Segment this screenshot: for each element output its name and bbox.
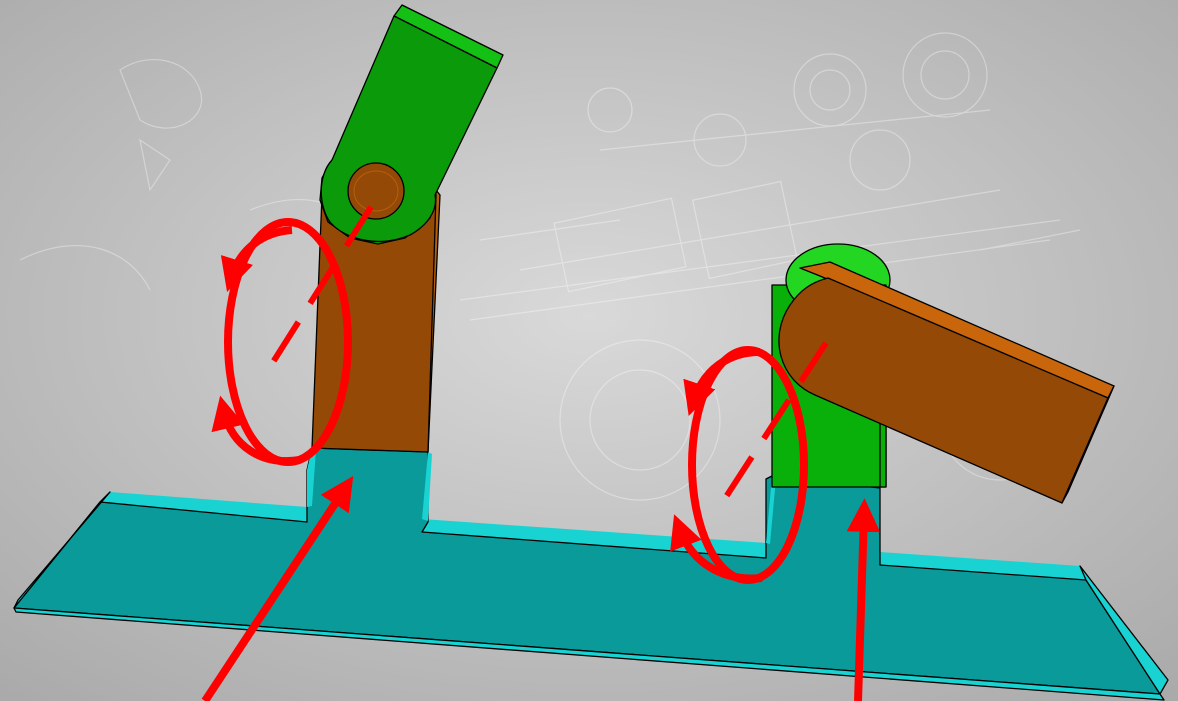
right-rotation-arrow-top: [683, 348, 761, 416]
base-right-rim: [880, 552, 1086, 580]
base-left-rim: [100, 492, 307, 522]
base-notch-mid: [422, 452, 432, 521]
left-rotation-arrow-bottom: [211, 395, 301, 465]
left-pin-face: [353, 170, 399, 212]
right-pointer: [846, 498, 881, 701]
base-notch-right: [766, 476, 776, 544]
right-rotation-arrow-bottom: [670, 514, 763, 583]
base-right-side: [1079, 565, 1169, 695]
left-pin: [347, 162, 405, 220]
sketch-watermark: [19, 32, 1081, 631]
left-axis: [265, 205, 374, 372]
right-arm: [778, 277, 1109, 504]
annotations: [201, 205, 881, 701]
right-arm-end: [1061, 385, 1115, 504]
left-pointer: [201, 475, 354, 701]
base-left-side: [13, 491, 111, 609]
right-axis: [717, 341, 829, 508]
left-rotation-arrow-top: [220, 226, 293, 293]
base-front-edge: [13, 607, 1165, 701]
base-notch-left: [307, 448, 316, 507]
